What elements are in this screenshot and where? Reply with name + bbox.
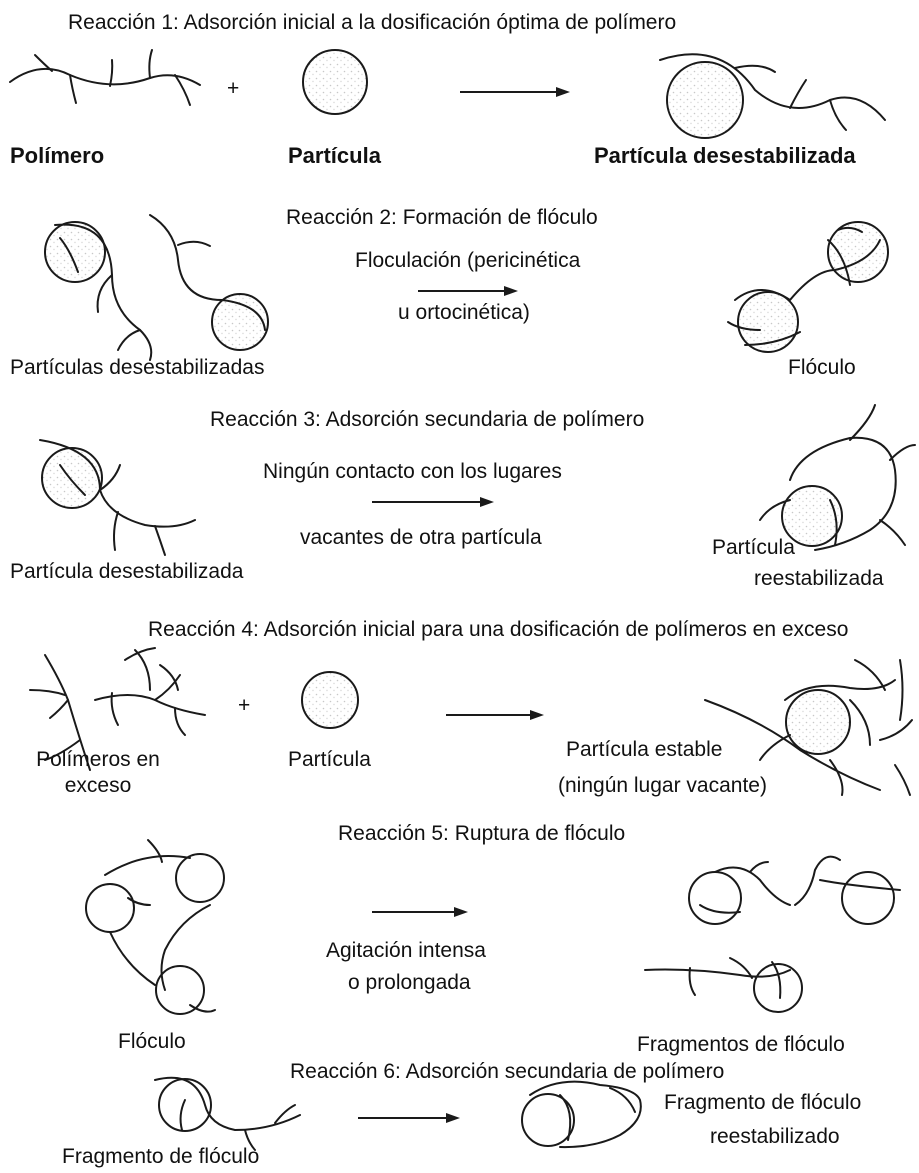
r3-product-label-line-2: reestabilizada bbox=[754, 567, 884, 590]
r3-restabilized-figure bbox=[759, 404, 916, 551]
r1-particle-label: Partícula bbox=[288, 143, 381, 168]
r1-destabilized-particle-figure bbox=[659, 53, 886, 139]
r4-particle-label: Partícula bbox=[288, 748, 371, 771]
r4-excess-polymers-figure bbox=[29, 647, 206, 771]
r3-condition-line-2: vacantes de otra partícula bbox=[300, 526, 542, 549]
r5-condition-line-2: o prolongada bbox=[348, 971, 471, 994]
r3-condition-line-1: Ningún contacto con los lugares bbox=[263, 460, 562, 483]
r4-plus-sign: + bbox=[238, 694, 251, 717]
r3-reactant-figure bbox=[39, 439, 196, 556]
r5-product-label: Fragmentos de flóculo bbox=[637, 1033, 845, 1056]
r4-product-label-line-2: (ningún lugar vacante) bbox=[558, 774, 767, 797]
r5-fragments-figure bbox=[644, 855, 901, 1013]
r4-title: Reacción 4: Adsorción inicial para una d… bbox=[148, 618, 849, 641]
r5-reactant-label: Flóculo bbox=[118, 1030, 186, 1053]
r3-reactant-label: Partícula desestabilizada bbox=[10, 560, 244, 583]
r4-polymers-label-line-2: exceso bbox=[64, 774, 132, 797]
r6-reactant-figure bbox=[154, 1076, 301, 1151]
r2-reactant-figure bbox=[44, 214, 269, 361]
r2-condition-line-1: Floculación (pericinética bbox=[355, 249, 581, 272]
r1-product-label: Partícula desestabilizada bbox=[594, 143, 856, 168]
r3-title: Reacción 3: Adsorción secundaria de polí… bbox=[210, 408, 645, 431]
r4-product-label-line-1: Partícula estable bbox=[566, 738, 723, 761]
r2-arrow bbox=[418, 286, 518, 296]
r6-restabilized-figure bbox=[521, 1080, 642, 1149]
r5-arrow bbox=[372, 907, 468, 917]
r5-title: Reacción 5: Ruptura de flóculo bbox=[338, 822, 626, 845]
r2-reactant-label: Partículas desestabilizadas bbox=[10, 356, 265, 379]
r1-particle-figure bbox=[302, 49, 368, 115]
r2-title: Reacción 2: Formación de flóculo bbox=[286, 206, 598, 229]
r4-arrow bbox=[446, 710, 544, 720]
r1-plus-sign: + bbox=[227, 77, 240, 100]
r1-title: Reacción 1: Adsorción inicial a la dosif… bbox=[68, 11, 677, 34]
r2-floc-figure bbox=[727, 221, 889, 353]
r4-stable-particle-figure bbox=[704, 659, 913, 796]
r5-condition-line-1: Agitación intensa bbox=[326, 939, 486, 962]
r6-reactant-label: Fragmento de flóculo bbox=[62, 1145, 260, 1168]
r4-polymers-label-line-1: Polímeros en bbox=[36, 748, 160, 771]
r3-product-label-line-1: Partícula bbox=[712, 536, 795, 559]
r1-polymer-label: Polímero bbox=[10, 143, 105, 168]
r3-arrow bbox=[372, 497, 494, 507]
r2-product-label: Flóculo bbox=[788, 356, 856, 379]
r1-polymer-figure bbox=[9, 49, 201, 106]
r6-title: Reacción 6: Adsorción secundaria de polí… bbox=[290, 1060, 725, 1083]
r1-arrow bbox=[460, 87, 570, 97]
r6-arrow bbox=[358, 1113, 460, 1123]
r2-condition-line-2: u ortocinética) bbox=[398, 301, 530, 324]
r4-particle-figure bbox=[301, 671, 359, 729]
r6-product-label-line-1: Fragmento de flóculo bbox=[664, 1091, 862, 1114]
r6-product-label-line-2: reestabilizado bbox=[710, 1125, 840, 1148]
r5-floc-figure bbox=[85, 839, 225, 1015]
